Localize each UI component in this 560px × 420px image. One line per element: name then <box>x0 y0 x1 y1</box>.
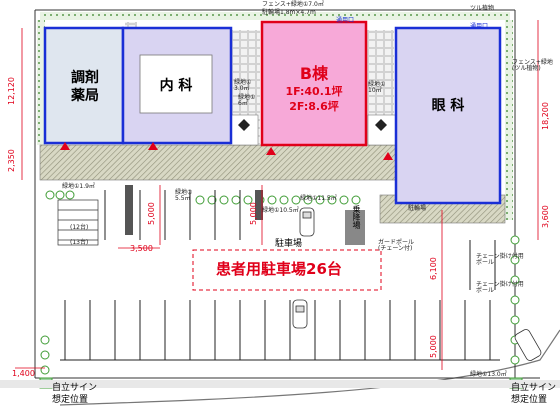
sign-right-label: 自立サイン 想定位置 <box>511 383 557 405</box>
strip-b <box>255 190 263 220</box>
dimension-lines <box>15 20 539 370</box>
dim-2350: 2,350 <box>7 149 16 172</box>
note-count13: (13台) <box>70 239 89 246</box>
note-green6: 緑地① 10㎡ <box>368 81 386 94</box>
green-strip-right <box>505 20 513 220</box>
note-green5: 緑地① 3.0㎡ <box>234 79 252 92</box>
dim-12120: 12,120 <box>7 77 16 105</box>
note-service2: 通用口 <box>470 23 489 30</box>
dim-3600: 3,600 <box>541 205 550 228</box>
parking-title-box <box>192 249 382 291</box>
dim-5000-c: 5,000 <box>429 335 438 358</box>
parking-label: 駐車場 <box>275 239 303 249</box>
b-wing-floor1: 1F:40.1坪 <box>285 85 343 98</box>
strip-a <box>125 185 133 235</box>
dim-5000-a: 5,000 <box>147 202 156 225</box>
note-green4: 緑地①11.5㎡ <box>300 195 337 202</box>
car-icon-3 <box>514 329 542 361</box>
note-green1: 緑地①1.9㎡ <box>62 183 95 190</box>
note-count12: (12台) <box>70 224 89 231</box>
building-b <box>260 20 368 147</box>
sign-left-label: 自立サイン 想定位置 <box>52 383 98 405</box>
drop-off-label: 乗降場 <box>352 205 361 229</box>
walkway <box>39 144 436 181</box>
b-wing-floor2: 2F:8.6坪 <box>289 100 339 113</box>
note-service: 通用口 <box>336 17 355 24</box>
eye-label: 眼 科 <box>431 98 465 114</box>
hatch-icon-1 <box>238 119 250 137</box>
note-right1: フェンス+緑地 (ツル植物) <box>512 59 553 72</box>
note-fence-top2: 駐輪場1.8m×4.7m <box>262 9 316 16</box>
car-icon-2 <box>299 207 315 237</box>
road-curve <box>59 329 560 406</box>
building-eye <box>394 26 502 205</box>
green-strip-left <box>37 20 45 145</box>
note-green2: 緑地① 5.5㎡ <box>175 189 193 202</box>
note-green3: 緑地①10.5㎡ <box>262 207 299 214</box>
note-right2: チェーン掛け付用 ポール <box>476 253 524 266</box>
strip-c <box>345 210 365 245</box>
note-plant: ツル植物 <box>470 5 495 12</box>
hatch-icon-2 <box>375 119 387 131</box>
internal-label: 内 科 <box>159 78 193 94</box>
green-strip-top <box>40 12 510 20</box>
dim-1400: 1,400 <box>12 369 35 378</box>
note-right3: チェーン掛け付用 ポール <box>476 281 524 294</box>
parking-stalls <box>64 190 496 360</box>
note-green7: 緑地① 6㎡ <box>238 94 256 107</box>
bike-parking-left <box>57 199 99 246</box>
parking-title: 患者用駐車場26台 <box>216 260 342 278</box>
dim-6100: 6,100 <box>429 257 438 280</box>
note-green8: 緑地①13.0㎡ <box>470 371 507 378</box>
car-icon-1 <box>292 299 308 329</box>
entrance-markers <box>60 142 393 160</box>
road-band <box>0 380 560 388</box>
note-bike: 駐輪場 <box>408 205 427 212</box>
b-wing-title: B棟 <box>299 64 329 83</box>
building-pharmacy <box>43 26 125 145</box>
dim-3500: 3,500 <box>130 244 153 253</box>
note-gate: ガードポール (チェーン付) <box>378 239 415 252</box>
building-internal <box>121 26 233 145</box>
note-fence-top: フェンス+緑地①7.0㎡ <box>262 1 324 8</box>
dim-5000-b: 5,000 <box>249 202 258 225</box>
pharmacy-label: 調剤 薬局 <box>71 70 99 104</box>
dim-18200: 18,200 <box>541 102 550 130</box>
